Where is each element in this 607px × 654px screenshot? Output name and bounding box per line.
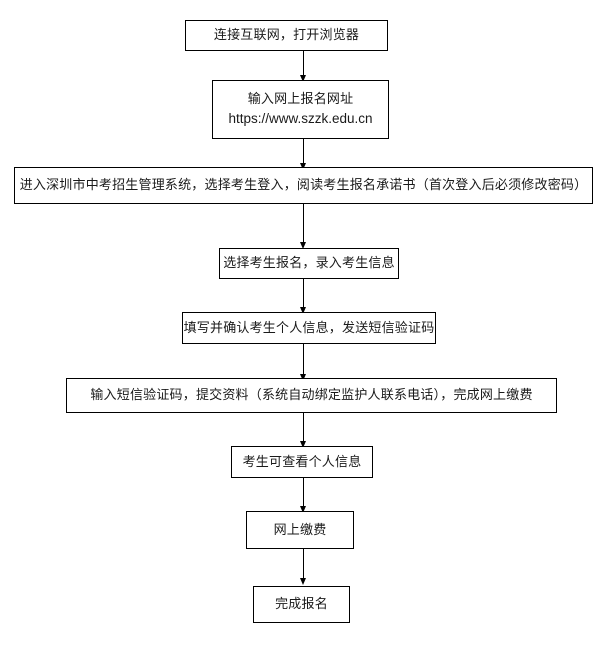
connector-1-to-2	[303, 51, 304, 78]
connector-7-to-8	[303, 478, 304, 510]
connector-4-to-5	[303, 279, 304, 311]
flow-node-step-1: 连接互联网，打开浏览器	[185, 20, 388, 51]
arrowhead-4-to-5	[300, 307, 306, 314]
flow-node-step-6-label: 输入短信验证码，提交资料（系统自动绑定监护人联系电话），完成网上缴费	[90, 387, 533, 403]
arrowhead-5-to-6	[300, 374, 306, 381]
flow-node-step-6: 输入短信验证码，提交资料（系统自动绑定监护人联系电话），完成网上缴费	[66, 378, 557, 413]
flow-node-step-2-label: 输入网上报名网址	[247, 91, 354, 107]
arrowhead-3-to-4	[300, 242, 306, 249]
flow-node-step-5: 填写并确认考生个人信息，发送短信验证码	[182, 312, 436, 344]
registration-url: https://www.szzk.edu.cn	[228, 111, 373, 127]
connector-3-to-4	[303, 204, 304, 246]
arrowhead-6-to-7	[300, 441, 306, 448]
flow-node-step-7: 考生可查看个人信息	[231, 446, 373, 478]
flow-node-step-4: 选择考生报名，录入考生信息	[219, 248, 399, 279]
arrowhead-8-to-9	[300, 578, 306, 585]
flow-node-step-2: 输入网上报名网址 https://www.szzk.edu.cn	[212, 80, 389, 139]
connector-8-to-9	[303, 549, 304, 582]
flow-node-step-9: 完成报名	[253, 586, 350, 623]
flow-node-step-1-label: 连接互联网，打开浏览器	[213, 27, 360, 43]
flow-node-step-8-label: 网上缴费	[273, 521, 327, 537]
connector-6-to-7	[303, 413, 304, 445]
flow-node-step-4-label: 选择考生报名，录入考生信息	[223, 255, 395, 271]
arrowhead-1-to-2	[300, 75, 306, 82]
flow-node-step-9-label: 完成报名	[275, 596, 328, 612]
flow-node-step-8: 网上缴费	[246, 511, 354, 549]
flow-node-step-7-label: 考生可查看个人信息	[242, 453, 362, 469]
arrowhead-2-to-3	[300, 163, 306, 170]
flow-node-step-3-label: 进入深圳市中考招生管理系统，选择考生登入，阅读考生报名承诺书（首次登入后必须修改…	[19, 177, 588, 193]
flow-node-step-3: 进入深圳市中考招生管理系统，选择考生登入，阅读考生报名承诺书（首次登入后必须修改…	[14, 167, 593, 204]
connector-5-to-6	[303, 344, 304, 380]
arrowhead-7-to-8	[300, 506, 306, 513]
flow-node-step-5-label: 填写并确认考生个人信息，发送短信验证码	[183, 319, 435, 335]
connector-2-to-3	[303, 139, 304, 167]
